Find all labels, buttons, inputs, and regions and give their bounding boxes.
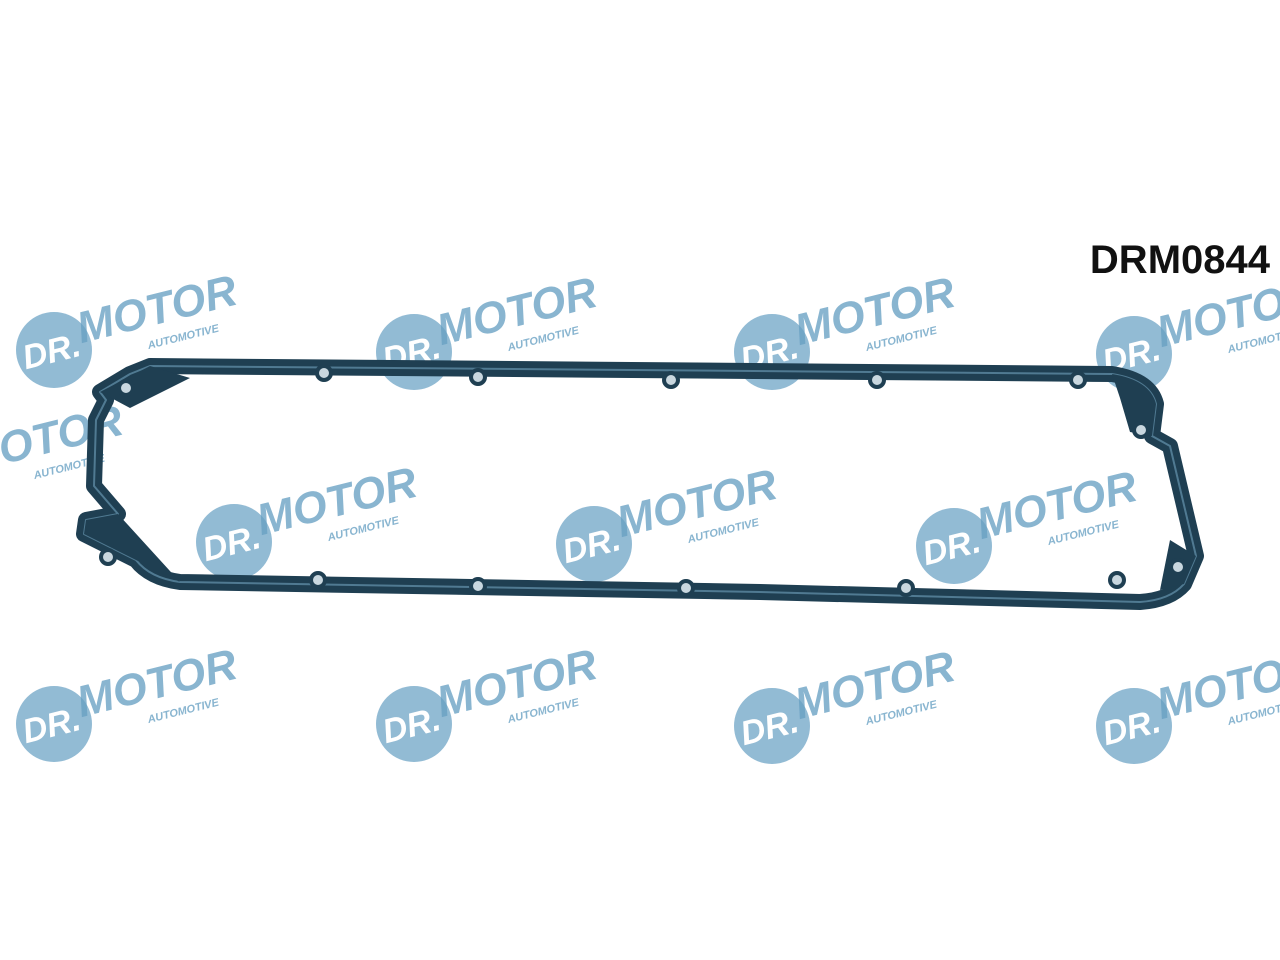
grommets-bottom <box>99 548 1187 597</box>
grommets-top <box>117 364 1150 439</box>
valve-cover-gasket <box>76 358 1204 610</box>
part-number-label: DRM0844 <box>1089 238 1270 282</box>
watermark-layer <box>0 265 1280 764</box>
